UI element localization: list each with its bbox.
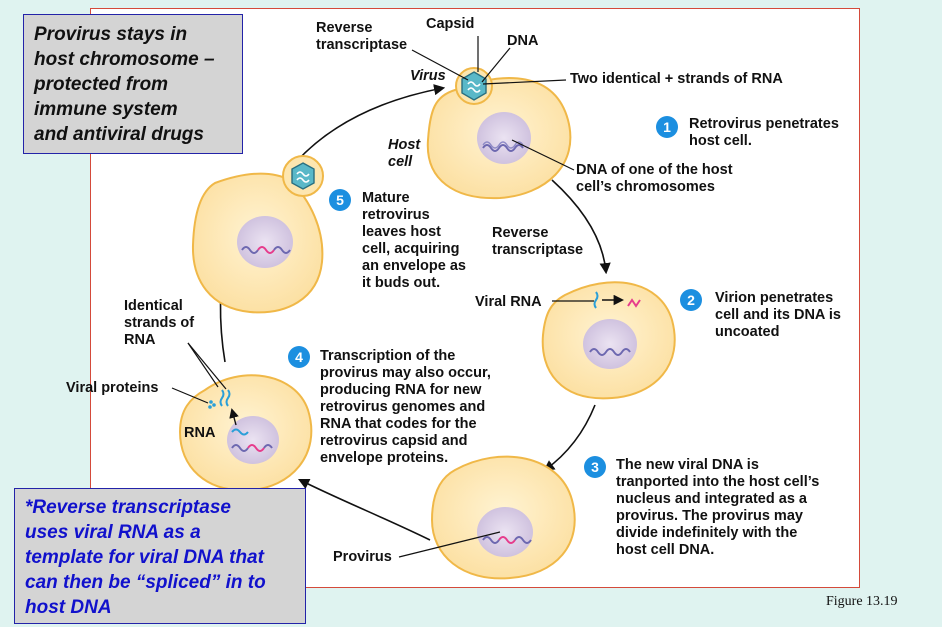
arrow-1-to-2 bbox=[551, 179, 611, 275]
label-provirus: Provirus bbox=[333, 549, 392, 565]
arrow-3-to-4 bbox=[297, 478, 431, 541]
label-reverse-transcriptase-top: Reverse transcriptase bbox=[316, 20, 408, 53]
step-2-badge: 2 bbox=[680, 289, 702, 311]
rna-strand bbox=[231, 428, 249, 436]
host-dna bbox=[482, 144, 524, 152]
label-viral-proteins: Viral proteins bbox=[66, 380, 159, 396]
step-5-text: Mature retrovirus leaves host cell, acqu… bbox=[362, 190, 466, 291]
viral-rna bbox=[593, 291, 599, 309]
label-dna: DNA bbox=[507, 33, 539, 49]
cell-5 bbox=[191, 155, 324, 314]
cell-2 bbox=[541, 281, 676, 400]
step-3-text: The new viral DNA is tranported into the… bbox=[616, 457, 820, 558]
arrow-5-to-1 bbox=[295, 84, 446, 163]
label-viral-rna: Viral RNA bbox=[475, 294, 542, 310]
step-1-badge: 1 bbox=[656, 116, 678, 138]
capsid bbox=[461, 71, 487, 101]
step-5-badge: 5 bbox=[329, 189, 351, 211]
label-virus: Virus bbox=[410, 68, 446, 84]
step-4-text: Transcription of the provirus may also o… bbox=[320, 348, 491, 466]
label-identical-strands-of-rna: Identical strands of RNA bbox=[124, 298, 195, 348]
step-3-badge: 3 bbox=[584, 456, 606, 478]
arrow-2-to-3 bbox=[543, 404, 596, 472]
label-two-identical-strands: Two identical + strands of RNA bbox=[570, 71, 783, 87]
label-host-chromosome-dna: DNA of one of the host cell’s chromosome… bbox=[576, 162, 733, 195]
cell-1 bbox=[426, 67, 572, 200]
label-capsid: Capsid bbox=[426, 16, 475, 32]
leader-lines bbox=[171, 36, 594, 558]
step-4-badge: 4 bbox=[288, 346, 310, 368]
step-2-text: Virion penetrates cell and its DNA is un… bbox=[715, 290, 841, 340]
cell-3 bbox=[430, 455, 576, 580]
callout-provirus-note: Provirus stays in host chromosome – prot… bbox=[23, 14, 243, 154]
label-rna: RNA bbox=[184, 425, 216, 441]
step-1-text: Retrovirus penetrates host cell. bbox=[689, 116, 839, 149]
figure-label: Figure 13.19 bbox=[826, 594, 898, 609]
cell-4 bbox=[178, 374, 313, 492]
label-reverse-transcriptase-mid: Reverse transcriptase bbox=[492, 225, 584, 258]
nucleus bbox=[477, 112, 531, 164]
callout-reverse-transcriptase-note: *Reverse transcriptase uses viral RNA as… bbox=[14, 488, 306, 624]
viral-dna bbox=[627, 298, 641, 308]
label-host-cell: Host cell bbox=[388, 137, 421, 170]
cycle-arrows bbox=[217, 84, 611, 541]
